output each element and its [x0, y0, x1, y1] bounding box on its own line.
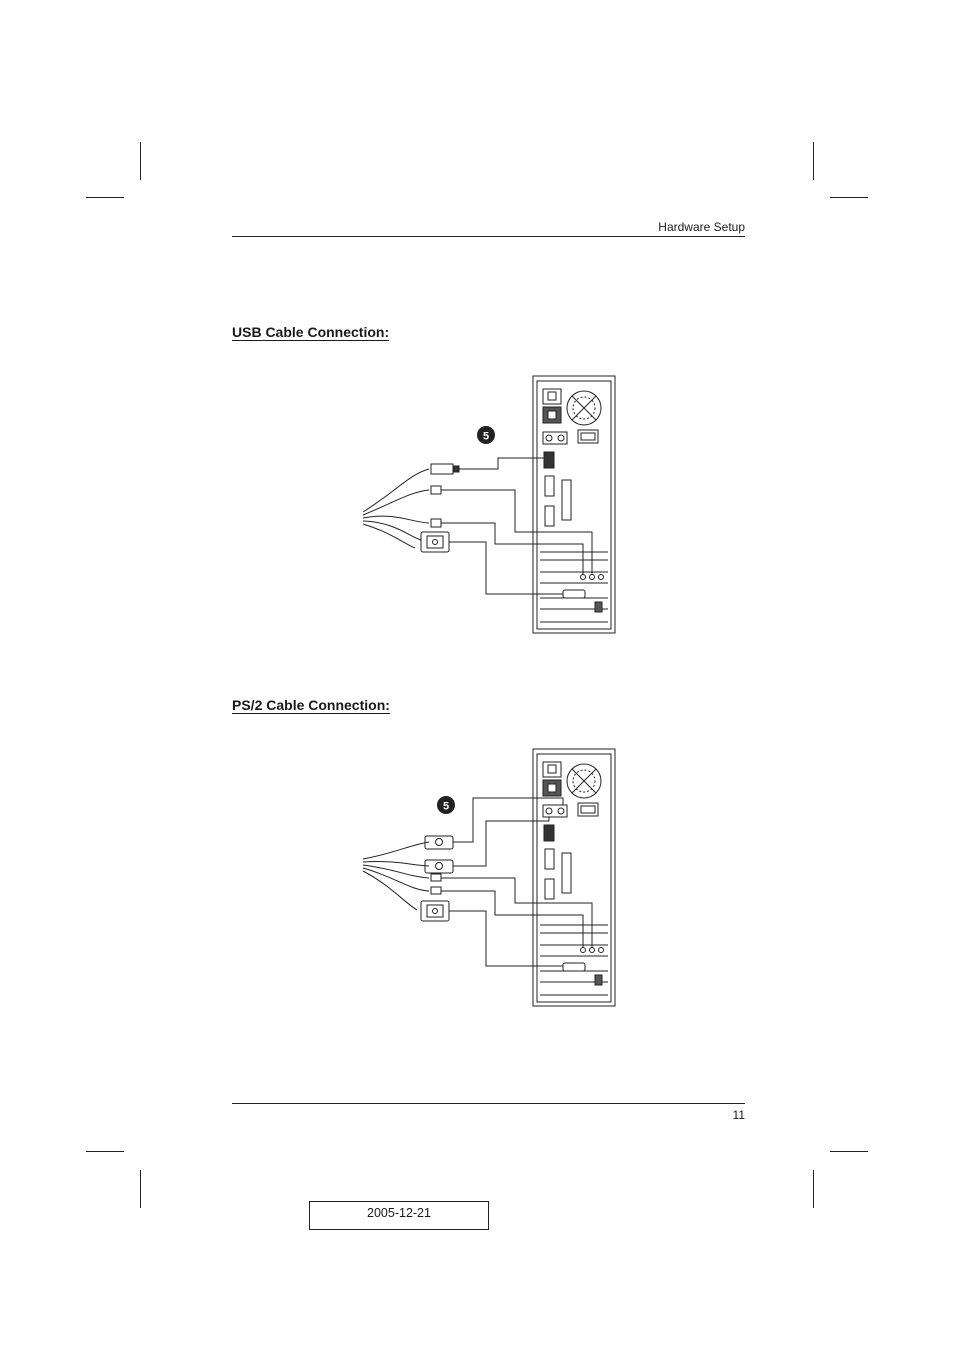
crop-mark	[140, 142, 141, 180]
pc-tower-rear-icon	[532, 748, 616, 1007]
svg-text:5: 5	[483, 431, 489, 443]
ps2-section-heading: PS/2 Cable Connection:	[232, 697, 390, 713]
kvm-cable-bundle-icon	[362, 797, 593, 967]
ps2-connection-diagram: 5	[355, 745, 625, 1010]
crop-mark	[140, 1170, 141, 1208]
crop-mark	[813, 142, 814, 180]
print-date-box: 2005-12-21	[309, 1201, 489, 1230]
crop-mark	[86, 197, 124, 198]
pc-tower-rear-icon	[532, 375, 616, 634]
step-5-badge: 5	[437, 796, 455, 814]
crop-mark	[86, 1151, 124, 1152]
usb-connection-diagram: 5	[355, 372, 625, 637]
footer-rule	[232, 1103, 745, 1104]
svg-text:5: 5	[443, 801, 449, 813]
crop-mark	[830, 197, 868, 198]
header-rule	[232, 236, 745, 237]
running-header: Hardware Setup	[658, 220, 745, 234]
page-number: 11	[732, 1108, 745, 1122]
crop-mark	[813, 1170, 814, 1208]
kvm-cable-bundle-icon	[362, 457, 593, 595]
crop-mark	[830, 1151, 868, 1152]
usb-section-heading: USB Cable Connection:	[232, 324, 390, 340]
step-5-badge: 5	[477, 426, 495, 444]
